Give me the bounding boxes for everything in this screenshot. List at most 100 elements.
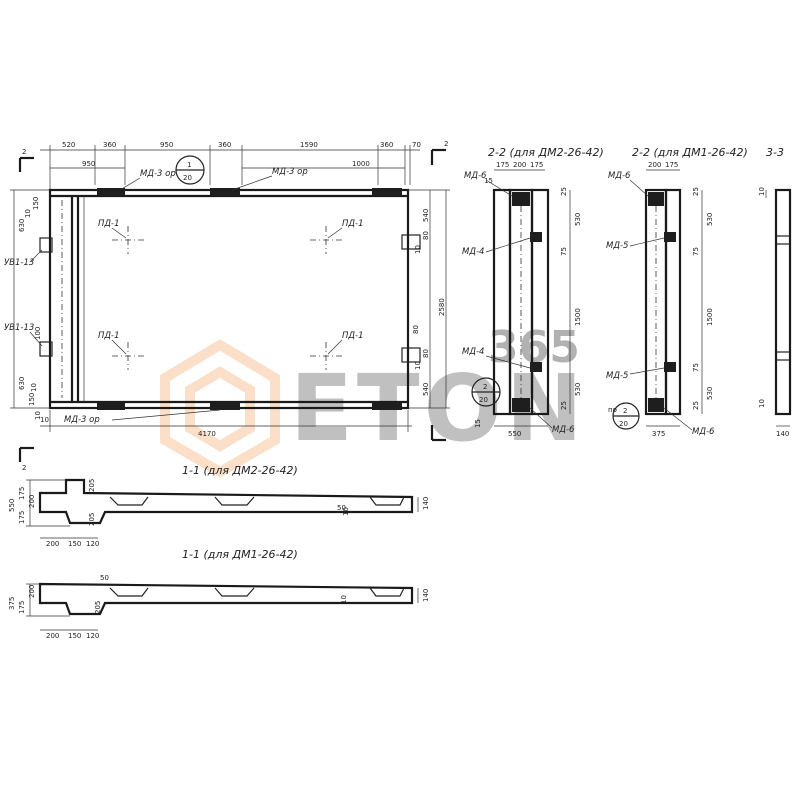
left-dim-2: 150: [32, 197, 40, 210]
label-yv1-top: УВ1-13: [4, 258, 34, 268]
callout-den: 20: [183, 174, 192, 182]
sec22b-embed-top: [648, 192, 664, 206]
sec22a-callout-den: 20: [479, 396, 488, 404]
sec33-profile: [774, 188, 792, 416]
top-dim-3: 950: [160, 141, 173, 149]
label-pd1-top-left: ПД-1: [98, 219, 120, 229]
sec11b-left-dim-2: 200: [28, 585, 36, 598]
sec22b-side-dim-4: 1500: [706, 308, 714, 326]
sec22b-top-dim-2: 175: [665, 161, 678, 169]
label-md3-top-left: МД-3 ор: [140, 169, 176, 179]
left-dim-4: 100: [34, 327, 42, 340]
sec22a-top-dim-1: 175: [496, 161, 509, 169]
bottom-dim-1: 10: [40, 416, 49, 424]
sec22b-label-md5-top: МД-5: [606, 241, 628, 251]
left-dim-5: 630: [18, 377, 26, 390]
sec11a-left-dim-2: 175: [18, 487, 26, 500]
left-dim-1: 10: [24, 209, 32, 218]
sec11a-misc-5: 140: [422, 497, 430, 510]
sec11a-left-dim-4: 175: [18, 511, 26, 524]
label-pd1-bottom-right: ПД-1: [342, 331, 364, 341]
sec11a-title: 1-1 (для ДМ2-26-42): [182, 464, 298, 477]
sec22a-label-md6-bottom: МД-6: [552, 425, 575, 435]
sec11b-misc-4: 140: [422, 589, 430, 602]
embed-md3-top-right: [372, 188, 402, 196]
sec11b-bottom-dim-1: 200: [46, 632, 59, 640]
sec22b-label-md6-top: МД-6: [608, 171, 631, 181]
right-dim-7: 10: [414, 361, 422, 370]
sec22b-embed-md5-bottom: [664, 362, 676, 372]
right-dim-1: 540: [422, 209, 430, 222]
sec22b-bottom-dim: 375: [652, 430, 665, 438]
sec22a-embed-top: [512, 192, 530, 206]
sec22b-title: 2-2 (для ДМ1-26-42): [632, 146, 748, 159]
sec22b-side-dim-3: 75: [692, 247, 700, 256]
sec11b-left-dim-3: 175: [18, 601, 26, 614]
section-mark-bottom: 2: [22, 464, 26, 472]
sec22b-label-md5-bottom: МД-5: [606, 371, 628, 381]
label-pd1-top-right: ПД-1: [342, 219, 364, 229]
sec22b-side-dim-6: 530: [706, 387, 714, 400]
sec22b-side-dim-5: 75: [692, 363, 700, 372]
section-2-2-dm1: 2-2 (для ДМ1-26-42) 200 175 МД-6 МД-5 МД…: [606, 146, 748, 438]
sec33-dim-3: 140: [776, 430, 789, 438]
sec11a-bottom-dim-2: 150: [68, 540, 81, 548]
left-dim-7: 10: [34, 411, 42, 420]
sec22a-flange-right: [530, 188, 550, 416]
sec33-dim-2: 10: [758, 399, 766, 408]
right-dim-3: 10: [414, 245, 422, 254]
watermark-logo-icon: [160, 339, 280, 478]
sec22a-label-md4-top: МД-4: [462, 247, 484, 257]
embed-md3-bottom-mid: [210, 402, 240, 410]
sec22a-top-dim-3: 175: [530, 161, 543, 169]
sec22b-embed-bottom: [648, 398, 664, 412]
sec22a-side-dim-2: 530: [574, 213, 582, 226]
embed-md3-bottom-left: [97, 402, 125, 410]
left-dim-6: 10: [30, 383, 38, 392]
sec11b-misc-1: 50: [100, 574, 109, 582]
section-mark-top: 2: [22, 148, 26, 156]
top-dim-2: 360: [103, 141, 116, 149]
left-dims: 10 150 630 100 630 10 10 150: [18, 197, 42, 420]
sec22b-side-dim-7: 25: [692, 401, 700, 410]
sec22a-top-dim-4: 15: [484, 177, 493, 185]
top-dim-4: 360: [218, 141, 231, 149]
sec22b-label-md6-bottom: МД-6: [692, 427, 715, 437]
sec22b-callout-den: 20: [619, 420, 628, 428]
sec22b-flange: [664, 188, 682, 416]
lug-left-bottom: [39, 341, 53, 357]
top-dim-6: 360: [380, 141, 393, 149]
sec22a-side-dim-7: 15: [474, 419, 482, 428]
right-dim-4: 80: [422, 349, 430, 358]
section-2-2-dm2: 2-2 (для ДМ2-26-42) 175 200 175 15 МД-6 …: [462, 146, 604, 438]
sec11b-title: 1-1 (для ДМ1-26-42): [182, 548, 298, 561]
sec22a-label-md6-top: МД-6: [464, 171, 487, 181]
right-dims: 540 80 10 80 540 2580 80 10: [412, 209, 446, 396]
label-md3-bottom: МД-3 ор: [64, 415, 100, 425]
sec22b-side-dim-1: 25: [692, 187, 700, 196]
plan-view: 2 2 2 520 360 950 360 1590 360 70 950 10…: [4, 140, 450, 472]
right-dim-6: 80: [412, 325, 420, 334]
embed-md3-bottom-right: [372, 402, 402, 410]
sec22a-embed-md4-bottom: [530, 362, 542, 372]
sec22a-title: 2-2 (для ДМ2-26-42): [488, 146, 604, 159]
sec11a-bottom-dim-1: 200: [46, 540, 59, 548]
top-dim-7: 70: [412, 141, 421, 149]
sec22a-top-dim-2: 200: [513, 161, 526, 169]
right-dim-2: 80: [422, 231, 430, 240]
lifting-loops: [112, 226, 343, 370]
sec22a-bottom-dim: 550: [508, 430, 521, 438]
sec11b-misc-2: 205: [94, 601, 102, 614]
label-yv1-bottom: УВ1-13: [4, 323, 34, 333]
sec11b-profile: [38, 582, 414, 616]
sec11a-misc-2: 205: [88, 513, 96, 526]
sec33-title: 3-3: [766, 146, 784, 159]
sec11b-misc-3: 10: [340, 595, 348, 604]
sec22a-side-dim-5: 530: [574, 383, 582, 396]
section-1-1-dm1: 1-1 (для ДМ1-26-42) 375 200 175 200 150 …: [8, 548, 430, 640]
lug-right-top: [401, 234, 421, 250]
sec22a-side-dim-6: 25: [560, 401, 568, 410]
sec22b-side-dim-2: 530: [706, 213, 714, 226]
top-dim-5: 1590: [300, 141, 318, 149]
sec22b-callout-num: 2: [623, 407, 627, 415]
